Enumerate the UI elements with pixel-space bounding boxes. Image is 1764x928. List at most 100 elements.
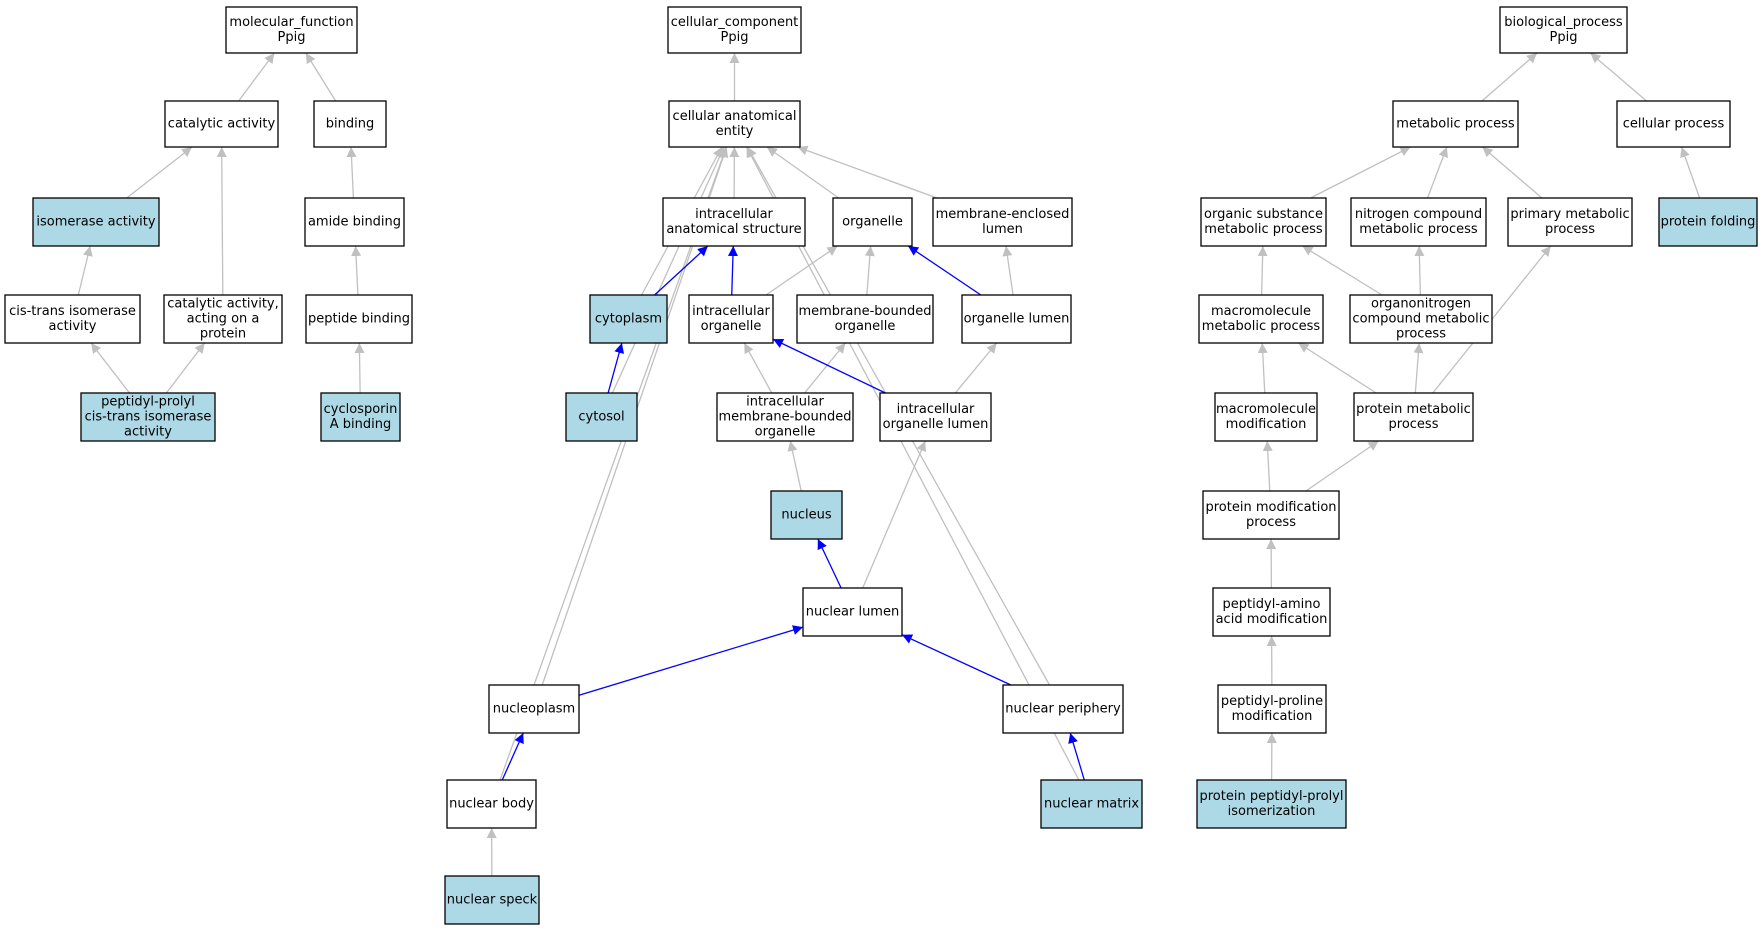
term-label-line: catalytic activity, (167, 297, 279, 312)
term-box (163, 294, 283, 344)
term-label-line: process (1389, 417, 1439, 432)
edge-line (954, 342, 998, 394)
edge-nucleoplasm-to-nl (578, 625, 804, 696)
term-label-line: organelle (835, 319, 896, 334)
edge-nm-to-np (1068, 732, 1085, 781)
edge-line (501, 732, 524, 781)
term-box (667, 6, 802, 54)
term-box (668, 100, 801, 148)
term-label-line: metabolic process (1202, 319, 1321, 334)
term-label-line: macromolecule (1216, 402, 1316, 417)
term-node-ns: nuclear speck (444, 875, 540, 925)
term-label-line: cellular_component (671, 15, 799, 30)
term-label-line: compound metabolic (1352, 312, 1489, 327)
term-label-line: macromolecule (1211, 304, 1311, 319)
edge-line (1302, 245, 1383, 296)
term-box (164, 100, 279, 148)
term-node-nm: nuclear matrix (1040, 779, 1143, 829)
edge-imbo-to-io (743, 342, 773, 394)
edge-mm-to-mmp (1257, 342, 1268, 394)
term-box (832, 197, 913, 247)
edge-line (607, 342, 625, 394)
edge-ppiase-to-cistrans (90, 342, 131, 394)
term-label-line: process (1246, 515, 1296, 530)
edge-nm-to-cae (745, 146, 1080, 781)
edge-line (216, 146, 227, 296)
edge-line (797, 145, 938, 199)
term-label-line: intracellular (692, 304, 770, 319)
term-label-line: peptidyl-proline (1221, 694, 1323, 709)
term-label-line: nitrogen compound (1355, 207, 1482, 222)
edge-line (1257, 245, 1268, 296)
term-label-line: intracellular (746, 395, 824, 410)
edge-cistrans-to-isomerase (77, 245, 93, 296)
term-box (796, 294, 934, 344)
term-label-line: cyclosporin (324, 402, 398, 417)
term-label-line: biological_process (1504, 15, 1623, 30)
term-box (802, 587, 903, 637)
edge-pmod-to-protmp (1305, 440, 1379, 492)
edge-line (745, 146, 1080, 781)
term-box (1507, 197, 1633, 247)
edge-line (654, 245, 709, 296)
term-label-line: catalytic activity (168, 117, 276, 132)
term-label-line: isomerization (1228, 804, 1316, 819)
edge-catalytic-to-mf (238, 52, 275, 102)
edge-mbo-to-organelle (864, 245, 875, 296)
edge-line (611, 146, 725, 394)
term-box (932, 197, 1073, 247)
term-box (1499, 6, 1628, 54)
edge-nucleus-to-imbo (787, 440, 802, 492)
term-box (305, 294, 413, 344)
term-label-line: protein folding (1661, 215, 1756, 230)
edge-line (766, 146, 840, 199)
edge-line (1068, 732, 1085, 781)
edge-io-to-organelle (765, 245, 838, 296)
term-label-line: cytoplasm (595, 312, 662, 327)
edge-isomerase-to-catalytic (126, 146, 193, 199)
term-box (1040, 779, 1143, 829)
term-box (1202, 490, 1340, 540)
edge-metab-to-bp (1481, 52, 1538, 102)
term-label-line: modification (1232, 709, 1313, 724)
edge-nl-to-nucleus (817, 538, 842, 589)
term-box (1200, 197, 1327, 247)
edge-line (1481, 52, 1538, 102)
term-node-nb: nuclear body (446, 779, 537, 829)
edge-protmp-to-oncmp (1413, 342, 1424, 394)
term-label-line: nuclear body (449, 797, 534, 812)
edge-protmp-to-mmp (1297, 342, 1377, 394)
term-box (688, 294, 774, 344)
edge-imbo-to-mbo (804, 342, 846, 394)
edge-line (1426, 146, 1448, 199)
term-label-line: nuclear speck (447, 893, 538, 908)
term-label-line: peptide binding (308, 312, 410, 327)
edge-line (346, 146, 357, 199)
edge-line (1680, 146, 1701, 199)
term-label-line: protein metabolic (1356, 402, 1471, 417)
edge-line (1297, 342, 1377, 394)
edge-cellproc-to-bp (1589, 52, 1648, 102)
term-label-line: isomerase activity (36, 215, 155, 230)
term-label-line: Ppig (278, 30, 306, 45)
term-node-peptidebind: peptide binding (305, 294, 413, 344)
term-box (304, 197, 405, 247)
term-node-organelle: organelle (832, 197, 913, 247)
edge-line (765, 245, 838, 296)
edge-peptidebind-to-amide (351, 245, 362, 296)
edge-line (772, 338, 886, 394)
term-box (444, 875, 540, 925)
edge-line (907, 245, 982, 296)
